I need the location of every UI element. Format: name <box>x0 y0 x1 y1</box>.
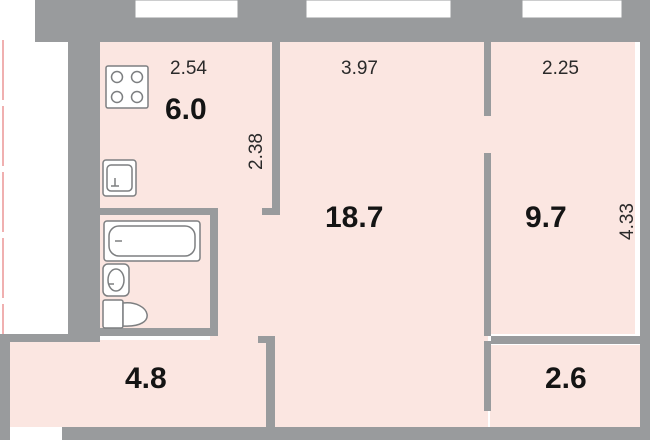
wall-pier-4 <box>622 0 650 42</box>
bathroom-top-wall <box>100 208 218 215</box>
washbasin-icon <box>102 263 130 297</box>
kitchen-area: 6.0 <box>165 93 207 126</box>
bedroom-depth-label: 4.33 <box>617 203 638 240</box>
hallway-left-wall <box>0 342 10 440</box>
left-wall <box>68 42 100 342</box>
sink-icon <box>102 159 137 197</box>
hallway-area: 4.8 <box>125 362 167 395</box>
bathtub-icon <box>103 220 201 262</box>
hallway-living-wall <box>266 336 275 427</box>
bottom-wall <box>62 427 650 440</box>
bathroom-right-wall <box>210 215 218 335</box>
toilet-icon <box>102 299 148 329</box>
living-bedroom-wall <box>484 153 491 336</box>
bedroom-storage-wall <box>491 336 640 344</box>
window-bedroom <box>521 0 623 19</box>
kitchen-living-wall-stub <box>262 208 280 215</box>
wall-pier-3 <box>451 0 522 42</box>
living-room-width-label: 3.97 <box>341 58 378 79</box>
bedroom-area: 9.7 <box>525 201 567 234</box>
storage-floor <box>490 345 640 427</box>
window-kitchen <box>134 0 239 19</box>
kitchen-depth-label: 2.38 <box>246 133 267 170</box>
kitchen-living-wall <box>272 42 280 214</box>
living-storage-wall <box>484 341 491 411</box>
wall-pier-1 <box>35 0 135 42</box>
storage-area: 2.6 <box>545 362 587 395</box>
living-bedroom-wall-top <box>484 42 491 116</box>
bathroom-bottom-wall <box>100 328 218 336</box>
hallway-living-wall-stub <box>258 336 275 343</box>
hallway-top-wall <box>0 334 100 342</box>
window-living-room <box>305 0 452 19</box>
bedroom-width-label: 2.25 <box>542 58 579 79</box>
right-wall <box>640 42 650 427</box>
bedroom-floor <box>488 42 635 334</box>
kitchen-width-label: 2.54 <box>170 58 207 79</box>
wall-pier-2 <box>238 0 306 42</box>
stove-icon <box>105 65 149 109</box>
top-wall <box>35 18 650 42</box>
hallway-floor <box>10 340 268 427</box>
living-room-area: 18.7 <box>325 201 383 234</box>
